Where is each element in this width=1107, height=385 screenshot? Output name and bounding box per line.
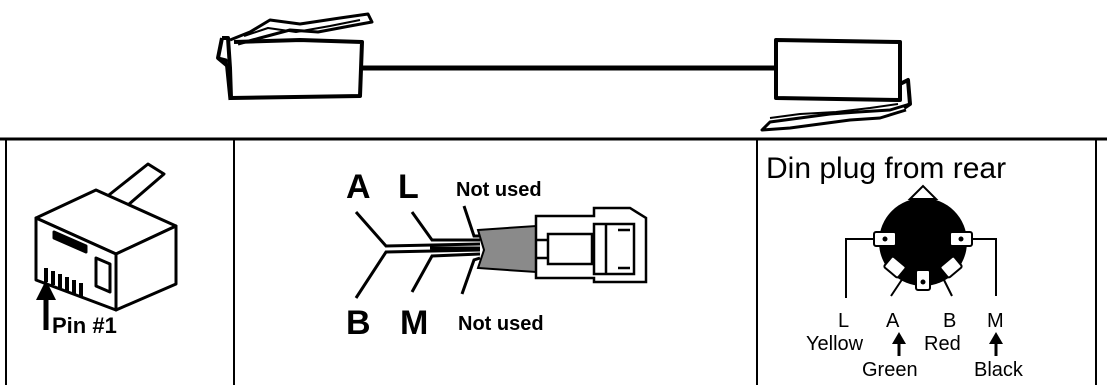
color-red-label: Red bbox=[924, 333, 961, 355]
pin1-label: Pin #1 bbox=[52, 313, 117, 338]
wire-label-m: M bbox=[400, 304, 428, 342]
color-yellow-label: Yellow bbox=[806, 333, 864, 355]
pin1-arrow-icon bbox=[36, 280, 56, 330]
din-pin-b: B bbox=[943, 310, 956, 332]
din-title: Din plug from rear bbox=[766, 152, 1006, 185]
up-arrow-icon bbox=[892, 332, 906, 356]
din-pin-m: M bbox=[987, 310, 1004, 332]
color-black-label: Black bbox=[974, 359, 1024, 381]
not-used-top-label: Not used bbox=[456, 179, 542, 201]
wire-end-panel: A L Not used B M Not used bbox=[346, 168, 648, 342]
wire-bundle bbox=[354, 205, 481, 299]
left-plug-icon bbox=[216, 12, 374, 101]
up-arrow-icon bbox=[989, 332, 1003, 356]
rj-plug-panel: Pin #1 bbox=[34, 162, 178, 338]
cable-assembly bbox=[216, 12, 912, 132]
panel-grid bbox=[0, 137, 1107, 385]
wire-label-l: L bbox=[398, 168, 419, 206]
color-green-label: Green bbox=[862, 359, 918, 381]
wire-label-b: B bbox=[346, 304, 371, 342]
din-plug-panel: Din plug from rear bbox=[766, 152, 1024, 381]
modular-plug-icon bbox=[534, 206, 648, 284]
din-pin-l: L bbox=[838, 310, 849, 332]
din-plug-icon bbox=[873, 184, 973, 291]
din-pin-a: A bbox=[886, 310, 900, 332]
rj-plug-icon bbox=[34, 162, 178, 312]
right-plug-icon bbox=[760, 38, 912, 132]
not-used-bottom-label: Not used bbox=[458, 313, 544, 335]
cable-sheath-icon bbox=[476, 224, 546, 274]
din-leader-lines bbox=[845, 238, 997, 298]
wire-label-a: A bbox=[346, 168, 371, 206]
